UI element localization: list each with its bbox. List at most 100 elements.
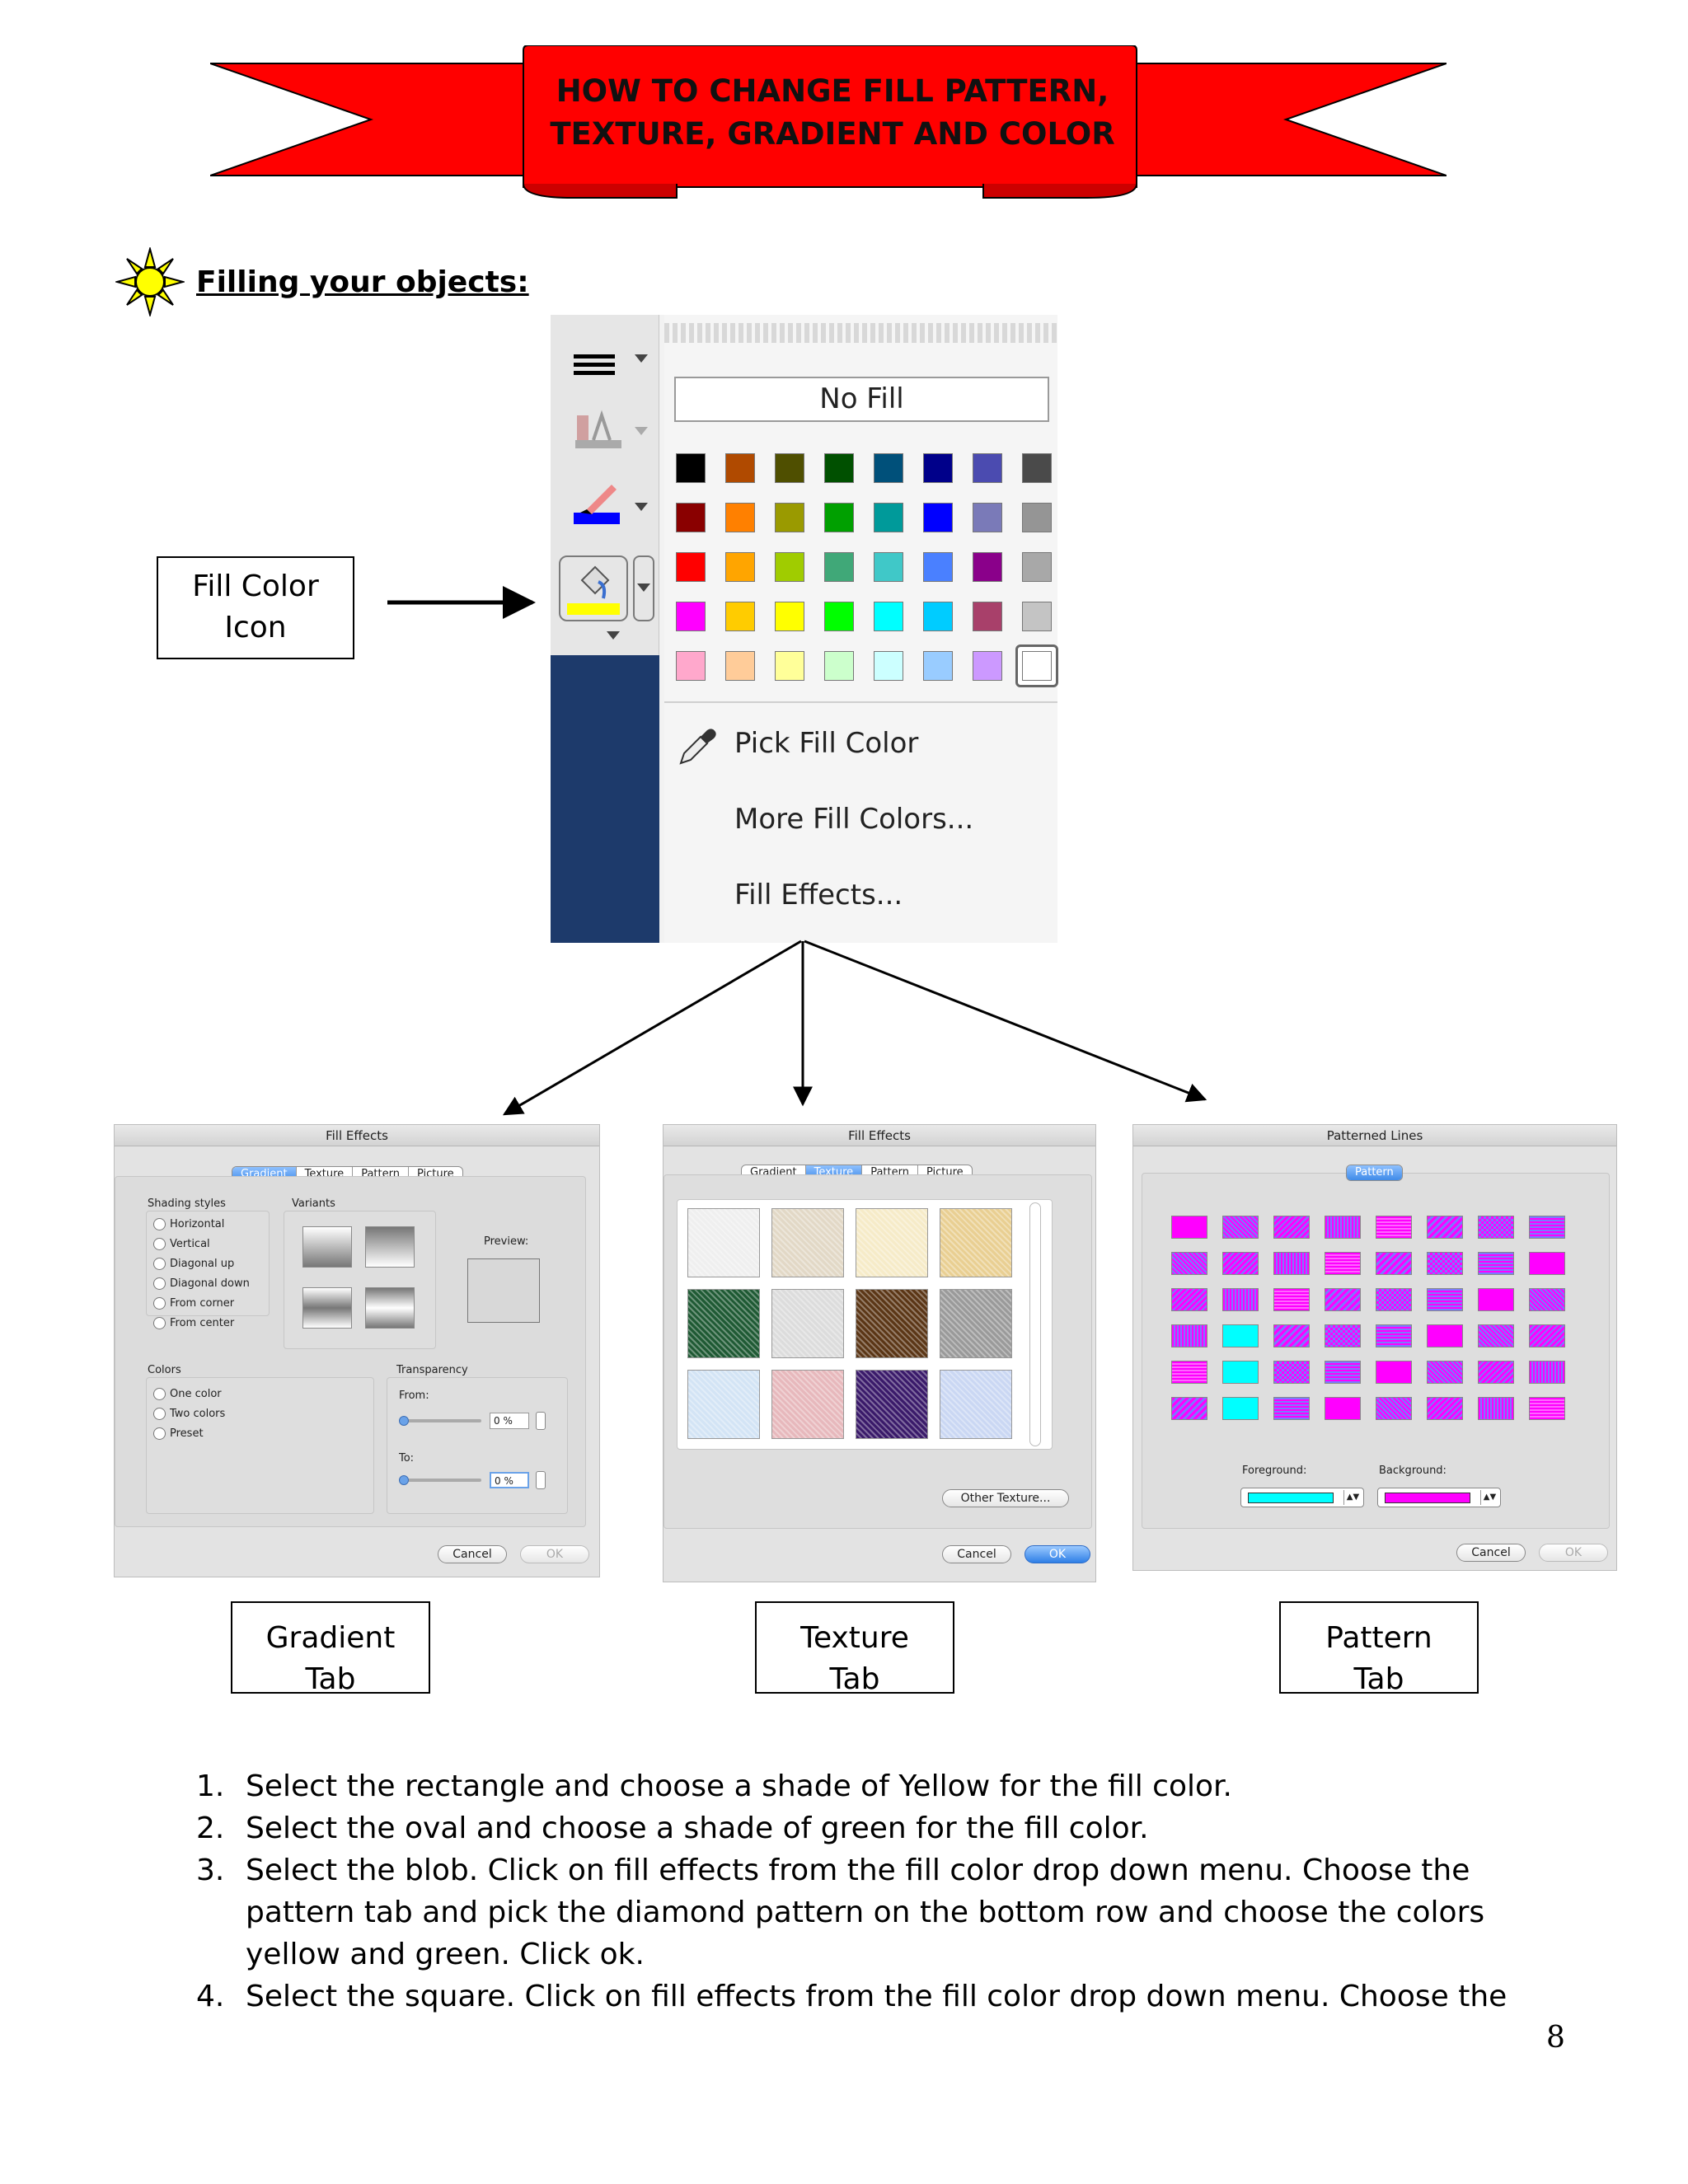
pattern-swatch[interactable]	[1529, 1397, 1565, 1420]
pattern-swatch[interactable]	[1427, 1397, 1463, 1420]
pattern-swatch[interactable]	[1222, 1216, 1259, 1239]
pattern-cancel-button[interactable]: Cancel	[1456, 1544, 1526, 1562]
color-swatch[interactable]	[676, 602, 706, 631]
radio-from-center[interactable]: From center	[153, 1317, 234, 1330]
color-swatch[interactable]	[775, 503, 804, 532]
pattern-swatch[interactable]	[1222, 1361, 1259, 1384]
menu-grip[interactable]	[664, 323, 1057, 343]
line-style-icon[interactable]	[569, 340, 625, 389]
texture-swatch[interactable]	[771, 1289, 844, 1358]
pattern-swatch[interactable]	[1478, 1361, 1514, 1384]
pattern-swatch[interactable]	[1325, 1324, 1361, 1347]
pattern-swatch[interactable]	[1273, 1397, 1310, 1420]
gradient-ok-button[interactable]: OK	[520, 1545, 589, 1563]
pattern-swatch[interactable]	[1273, 1252, 1310, 1275]
color-swatch[interactable]	[874, 503, 903, 532]
texture-swatch[interactable]	[687, 1370, 760, 1439]
color-swatch[interactable]	[824, 503, 854, 532]
color-swatch[interactable]	[676, 651, 706, 681]
pattern-ok-button[interactable]: OK	[1539, 1544, 1608, 1562]
to-slider-thumb[interactable]	[399, 1475, 409, 1485]
texture-swatch[interactable]	[940, 1289, 1012, 1358]
color-swatch[interactable]	[775, 602, 804, 631]
pattern-swatch[interactable]	[1376, 1216, 1412, 1239]
pattern-swatch[interactable]	[1171, 1216, 1207, 1239]
background-color-dropdown[interactable]: ▲▼	[1377, 1488, 1501, 1507]
texture-swatch[interactable]	[940, 1208, 1012, 1277]
from-value-field[interactable]: 0 %	[490, 1413, 529, 1429]
color-swatch[interactable]	[973, 453, 1002, 483]
pattern-swatch[interactable]	[1376, 1288, 1412, 1311]
pattern-swatch[interactable]	[1529, 1252, 1565, 1275]
pattern-swatch[interactable]	[1427, 1361, 1463, 1384]
pattern-swatch[interactable]	[1325, 1397, 1361, 1420]
pattern-swatch[interactable]	[1273, 1288, 1310, 1311]
radio-horizontal[interactable]: Horizontal	[153, 1218, 224, 1231]
color-swatch[interactable]	[874, 552, 903, 582]
pattern-swatch[interactable]	[1376, 1397, 1412, 1420]
pattern-swatch[interactable]	[1171, 1324, 1207, 1347]
pattern-swatch[interactable]	[1478, 1216, 1514, 1239]
to-stepper[interactable]	[536, 1471, 546, 1489]
radio-one-color[interactable]: One color	[153, 1388, 222, 1401]
color-swatch[interactable]	[725, 552, 755, 582]
color-swatch[interactable]	[824, 453, 854, 483]
pattern-swatch[interactable]	[1478, 1397, 1514, 1420]
variant-1[interactable]	[302, 1226, 352, 1268]
toolbar-more-caret-icon[interactable]	[607, 631, 620, 640]
texture-swatch[interactable]	[856, 1370, 928, 1439]
pattern-swatch[interactable]	[1222, 1288, 1259, 1311]
pattern-swatch[interactable]	[1427, 1288, 1463, 1311]
shadow-caret-icon[interactable]	[635, 427, 648, 435]
variant-4[interactable]	[365, 1287, 415, 1329]
color-swatch[interactable]	[824, 552, 854, 582]
line-color-caret-icon[interactable]	[635, 503, 648, 511]
pattern-swatch[interactable]	[1478, 1252, 1514, 1275]
color-swatch[interactable]	[775, 552, 804, 582]
pattern-swatch[interactable]	[1427, 1324, 1463, 1347]
pattern-swatch[interactable]	[1325, 1361, 1361, 1384]
shadow-icon[interactable]	[569, 407, 625, 457]
pattern-swatch[interactable]	[1325, 1288, 1361, 1311]
color-swatch[interactable]	[676, 503, 706, 532]
fill-color-icon[interactable]	[559, 555, 628, 621]
color-swatch[interactable]	[923, 651, 953, 681]
pattern-swatch[interactable]	[1171, 1397, 1207, 1420]
texture-ok-button[interactable]: OK	[1025, 1545, 1090, 1563]
texture-swatch[interactable]	[771, 1208, 844, 1277]
radio-preset[interactable]: Preset	[153, 1427, 204, 1441]
color-swatch[interactable]	[973, 651, 1002, 681]
texture-swatch[interactable]	[940, 1370, 1012, 1439]
pattern-swatch[interactable]	[1222, 1252, 1259, 1275]
color-swatch[interactable]	[775, 651, 804, 681]
more-fill-colors-item[interactable]: More Fill Colors...	[734, 803, 974, 836]
pattern-swatch[interactable]	[1171, 1252, 1207, 1275]
color-swatch[interactable]	[1022, 453, 1052, 483]
color-swatch[interactable]	[725, 651, 755, 681]
color-swatch[interactable]	[725, 503, 755, 532]
to-slider-track[interactable]	[399, 1479, 481, 1482]
variant-3[interactable]	[302, 1287, 352, 1329]
radio-from-corner[interactable]: From corner	[153, 1297, 234, 1310]
fill-effects-item[interactable]: Fill Effects...	[734, 879, 903, 912]
to-value-field[interactable]: 0 %	[490, 1472, 529, 1488]
color-swatch[interactable]	[874, 453, 903, 483]
tab-pattern[interactable]: Pattern	[1347, 1165, 1402, 1180]
pattern-swatch[interactable]	[1529, 1216, 1565, 1239]
color-swatch[interactable]	[725, 453, 755, 483]
pattern-swatch[interactable]	[1273, 1324, 1310, 1347]
from-slider-track[interactable]	[399, 1419, 481, 1422]
line-color-icon[interactable]	[569, 480, 625, 529]
color-swatch[interactable]	[923, 453, 953, 483]
foreground-color-dropdown[interactable]: ▲▼	[1240, 1488, 1364, 1507]
pattern-swatch[interactable]	[1478, 1288, 1514, 1311]
pattern-swatch[interactable]	[1427, 1252, 1463, 1275]
texture-swatch[interactable]	[771, 1370, 844, 1439]
color-swatch[interactable]	[1022, 602, 1052, 631]
pattern-swatch[interactable]	[1529, 1324, 1565, 1347]
from-stepper[interactable]	[536, 1412, 546, 1430]
color-swatch[interactable]	[1022, 503, 1052, 532]
pattern-swatch[interactable]	[1376, 1361, 1412, 1384]
pattern-swatch[interactable]	[1222, 1397, 1259, 1420]
color-swatch[interactable]	[676, 453, 706, 483]
